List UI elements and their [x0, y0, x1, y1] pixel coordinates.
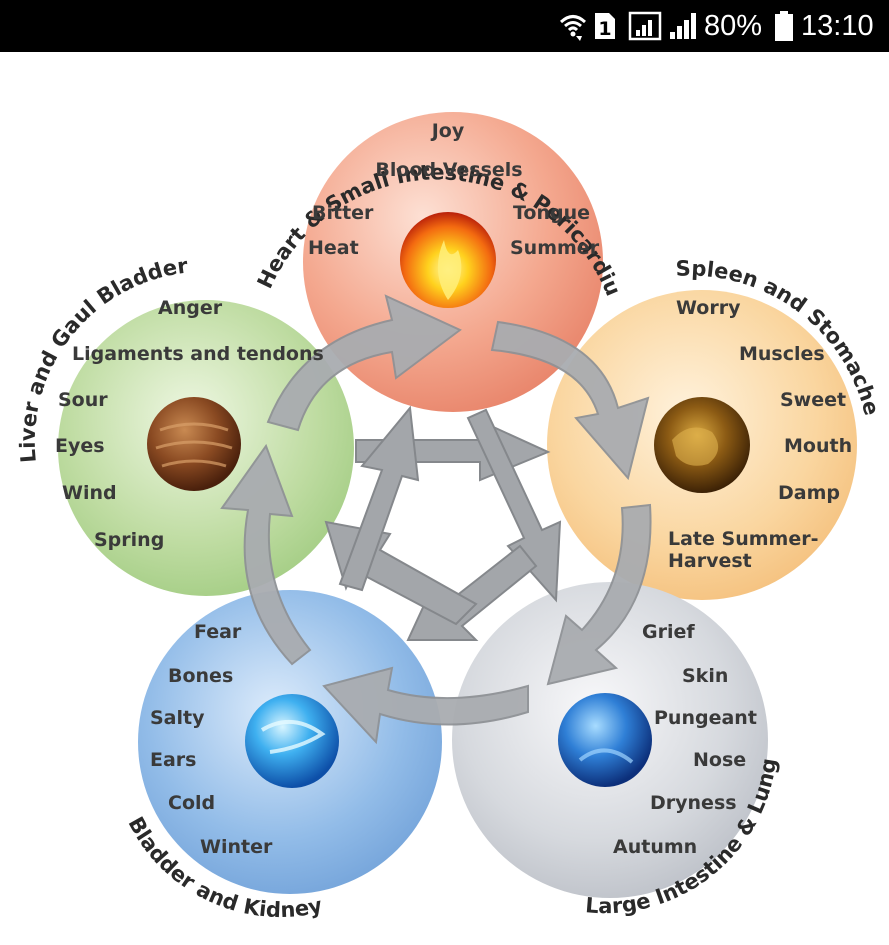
earth-attribute: Sweet — [780, 389, 846, 411]
fire-attribute: Blood Vessels — [375, 159, 522, 181]
water-attribute: Bones — [168, 665, 233, 687]
fire-orb-icon — [400, 212, 496, 308]
wood-orb-icon — [147, 397, 241, 491]
metal-attribute: Pungeant — [654, 707, 757, 729]
generating-cycle-arrows — [220, 294, 652, 745]
earth-attribute: Damp — [778, 482, 840, 504]
clock-time: 13:10 — [801, 10, 874, 42]
fire-attribute: Tongue — [513, 202, 590, 224]
battery-percentage: 80% — [704, 10, 763, 42]
wood-attribute: Anger — [158, 297, 223, 319]
wood-attribute: Ligaments and tendons — [72, 343, 324, 365]
water-attribute: Fear — [194, 621, 242, 643]
metal-attribute: Skin — [682, 665, 728, 687]
fire-attribute: Joy — [430, 120, 465, 142]
earth-attribute: Muscles — [739, 343, 825, 365]
controlling-cycle-arrows — [324, 405, 562, 641]
water-attribute: Winter — [200, 836, 273, 858]
metal-orb-icon — [558, 693, 652, 787]
fire-attribute: Heat — [308, 237, 359, 259]
sim-slot-number: 1 — [598, 18, 611, 40]
metal-attribute: Nose — [693, 749, 746, 771]
signal-icon — [668, 10, 700, 51]
mobile-data-icon — [628, 10, 662, 51]
earth-attribute: Late Summer- — [668, 528, 818, 550]
wood-attribute: Eyes — [55, 435, 105, 457]
battery-icon — [774, 10, 794, 51]
wood-attribute: Spring — [94, 529, 164, 551]
wifi-calling-icon — [558, 10, 588, 51]
metal-attribute: Dryness — [650, 792, 737, 814]
wood-attribute: Sour — [58, 389, 108, 411]
metal-attribute: Grief — [642, 621, 695, 643]
wood-attribute: Wind — [62, 482, 117, 504]
status-bar: 1 80% 13:10 — [0, 0, 889, 52]
water-orb-icon — [245, 694, 339, 788]
earth-attribute: Mouth — [784, 435, 852, 457]
sim-1-icon: 1 — [592, 10, 618, 51]
metal-attribute: Autumn — [613, 836, 697, 858]
fire-attribute: Bitter — [312, 202, 374, 224]
water-attribute: Cold — [168, 792, 215, 814]
water-attribute: Salty — [150, 707, 205, 729]
earth-orb-icon — [654, 397, 750, 493]
earth-attribute: Worry — [676, 297, 741, 319]
earth-attribute: Harvest — [668, 550, 752, 572]
fire-attribute: Summer — [510, 237, 600, 259]
five-elements-diagram: Heart & Small Intestine & Pericardium & … — [0, 52, 889, 945]
water-attribute: Ears — [150, 749, 196, 771]
